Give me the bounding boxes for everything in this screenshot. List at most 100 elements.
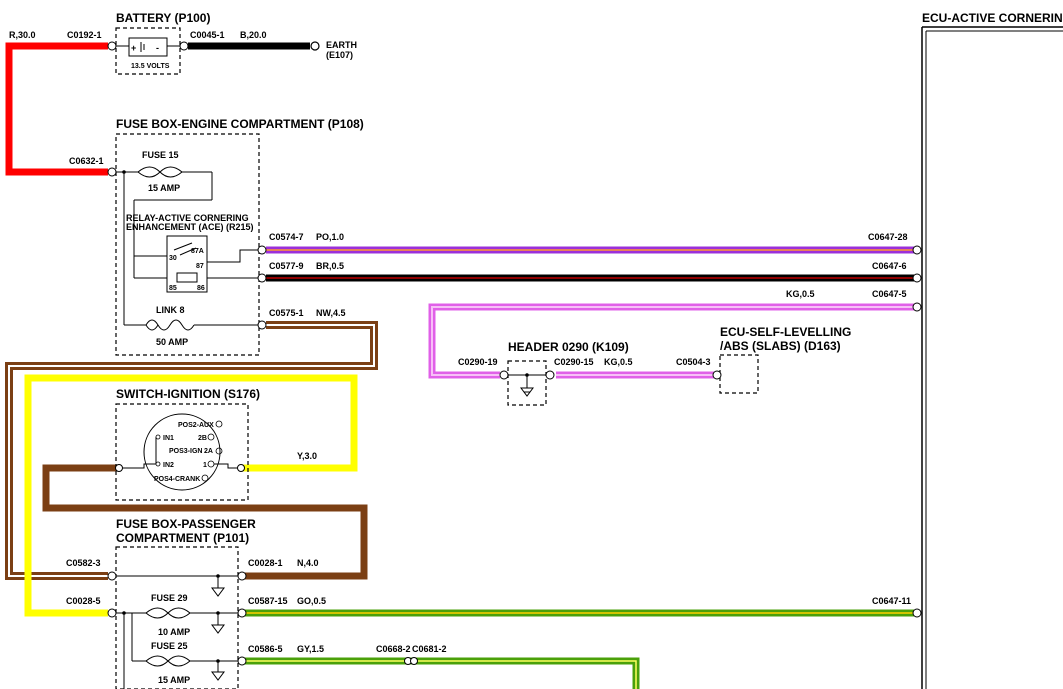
- link8-title: LINK 8: [156, 305, 185, 315]
- ecu-slabs: ECU-SELF-LEVELLING /ABS (SLABS) (D163): [712, 325, 851, 394]
- label-c0577-9: C0577-9: [269, 261, 304, 271]
- connector-c0577-9: [257, 273, 267, 283]
- connector-c0647-6: [912, 273, 922, 283]
- switch-ignition: SWITCH-IGNITION (S176) POS2-AUX IN1 2B P…: [115, 387, 260, 501]
- connector-c0045-1: [179, 41, 189, 51]
- earth-e107: EARTH (E107): [310, 40, 357, 60]
- ecu-active-cornering: ECU-ACTIVE CORNERING: [921, 11, 1063, 689]
- label-c0582-3: C0582-3: [66, 558, 101, 568]
- label-c0575-1: C0575-1: [269, 308, 304, 318]
- switch-pos2aux: POS2-AUX: [178, 422, 214, 429]
- switch-in2: IN2: [163, 462, 174, 469]
- label-c0028-1: C0028-1: [248, 558, 283, 568]
- connector-c0647-28: [912, 245, 922, 255]
- ecu-active-title: ECU-ACTIVE CORNERING: [922, 11, 1063, 25]
- ecu-slabs-title-1: ECU-SELF-LEVELLING: [720, 325, 851, 339]
- wire-label-po-1: PO,1.0: [316, 232, 344, 242]
- wire-label-y-30: Y,3.0: [297, 451, 317, 461]
- label-c0290-15: C0290-15: [554, 357, 594, 367]
- label-c0647-6: C0647-6: [872, 261, 907, 271]
- connector-c0504-3: [712, 370, 722, 380]
- wire-gy-15: [244, 657, 640, 689]
- label-c0028-5: C0028-5: [66, 596, 101, 606]
- fuse29-rating: 10 AMP: [158, 627, 190, 637]
- switch-pos3ign: POS3-IGN: [169, 448, 202, 455]
- connector-c0290-19: [499, 370, 509, 380]
- switch-pos4crank: POS4-CRANK: [154, 476, 200, 483]
- connector-c0582-3: [107, 571, 117, 581]
- link8-rating: 50 AMP: [156, 337, 188, 347]
- label-c0647-28: C0647-28: [868, 232, 908, 242]
- connector-c0586-5: [237, 656, 247, 666]
- wire-label-n-40: N,4.0: [297, 558, 319, 568]
- label-c0045-1: C0045-1: [190, 30, 225, 40]
- fuse15-rating: 15 AMP: [148, 183, 180, 193]
- wire-label-b-20: B,20.0: [240, 30, 267, 40]
- connector-c0647-11: [912, 608, 922, 618]
- wire-label-br-05: BR,0.5: [316, 261, 344, 271]
- label-c0586-5: C0586-5: [248, 644, 283, 654]
- connector-c0574-7: [257, 245, 267, 255]
- wire-y-30: [24, 374, 358, 617]
- switch-2b: 2B: [198, 435, 207, 442]
- fusebox-pass-title-2: COMPARTMENT (P101): [116, 531, 249, 545]
- relay-30: 30: [169, 255, 177, 262]
- label-c0504-3: C0504-3: [676, 357, 711, 367]
- fusebox-passenger: FUSE BOX-PASSENGER COMPARTMENT (P101) FU…: [107, 517, 256, 689]
- label-c0647-11: C0647-11: [872, 596, 911, 606]
- header-0290-title: HEADER 0290 (K109): [508, 340, 629, 354]
- connector-c0575-1: [257, 320, 267, 330]
- connector-c0647-5: [912, 302, 922, 312]
- fuse25-title: FUSE 25: [151, 641, 188, 651]
- fusebox-engine: FUSE BOX-ENGINE COMPARTMENT (P108) FUSE …: [107, 117, 364, 356]
- label-c0192-1: C0192-1: [67, 30, 102, 40]
- connector-c0028-1: [237, 571, 247, 581]
- wire-kg-05: [428, 303, 914, 379]
- wire-n-40: [42, 464, 368, 580]
- battery-title: BATTERY (P100): [116, 11, 210, 25]
- switch-in1: IN1: [163, 435, 174, 442]
- wire-label-nw-45: NW,4.5: [316, 308, 346, 318]
- earth-title: EARTH: [326, 40, 357, 50]
- switch-2a: 2A: [204, 448, 213, 455]
- battery-voltage: 13.5 VOLTS: [131, 63, 170, 70]
- wire-label-go-05: GO,0.5: [297, 596, 326, 606]
- switch-1: 1: [203, 462, 207, 469]
- connector-c0028-5: [107, 608, 117, 618]
- wire-r-30: [5, 42, 108, 176]
- fuse29-title: FUSE 29: [151, 593, 188, 603]
- connector-c0632-1: [107, 167, 117, 177]
- relay-title-2: ENHANCEMENT (ACE) (R215): [126, 222, 254, 232]
- wire-label-gy-15: GY,1.5: [297, 644, 324, 654]
- ecu-slabs-title-2: /ABS (SLABS) (D163): [720, 339, 841, 353]
- relay-87: 87: [196, 263, 204, 270]
- fusebox-engine-title: FUSE BOX-ENGINE COMPARTMENT (P108): [116, 117, 364, 131]
- label-c0587-15: C0587-15: [248, 596, 288, 606]
- switch-title: SWITCH-IGNITION (S176): [116, 387, 260, 401]
- wire-label-kg-05b: KG,0.5: [604, 357, 633, 367]
- earth-code: (E107): [326, 50, 353, 60]
- fusebox-pass-title-1: FUSE BOX-PASSENGER: [116, 517, 256, 531]
- battery: + - 13.5 VOLTS BATTERY (P100): [107, 11, 210, 75]
- connector-c0587-15: [237, 608, 247, 618]
- fuse15-title: FUSE 15: [142, 150, 179, 160]
- battery-plus: +: [131, 43, 136, 53]
- label-c0290-19: C0290-19: [458, 357, 498, 367]
- wire-label-kg-05: KG,0.5: [786, 289, 815, 299]
- label-c0668-2: C0668-2: [376, 644, 411, 654]
- label-c0681-2: C0681-2: [412, 644, 447, 654]
- relay-85: 85: [169, 285, 177, 292]
- label-c0632-1: C0632-1: [69, 156, 104, 166]
- connector-c0192-1: [107, 41, 117, 51]
- label-c0574-7: C0574-7: [269, 232, 304, 242]
- battery-minus: -: [156, 43, 159, 53]
- relay-86: 86: [197, 285, 205, 292]
- label-c0647-5: C0647-5: [872, 289, 907, 299]
- relay-87a: 87A: [191, 248, 204, 255]
- fuse25-rating: 15 AMP: [158, 675, 190, 685]
- inline-connector-c0668-c0681: C0668-2 C0681-2: [376, 644, 447, 665]
- connector-c0290-15: [545, 370, 555, 380]
- relay-title-1: RELAY-ACTIVE CORNERING: [126, 213, 249, 223]
- header-0290: HEADER 0290 (K109): [499, 340, 629, 406]
